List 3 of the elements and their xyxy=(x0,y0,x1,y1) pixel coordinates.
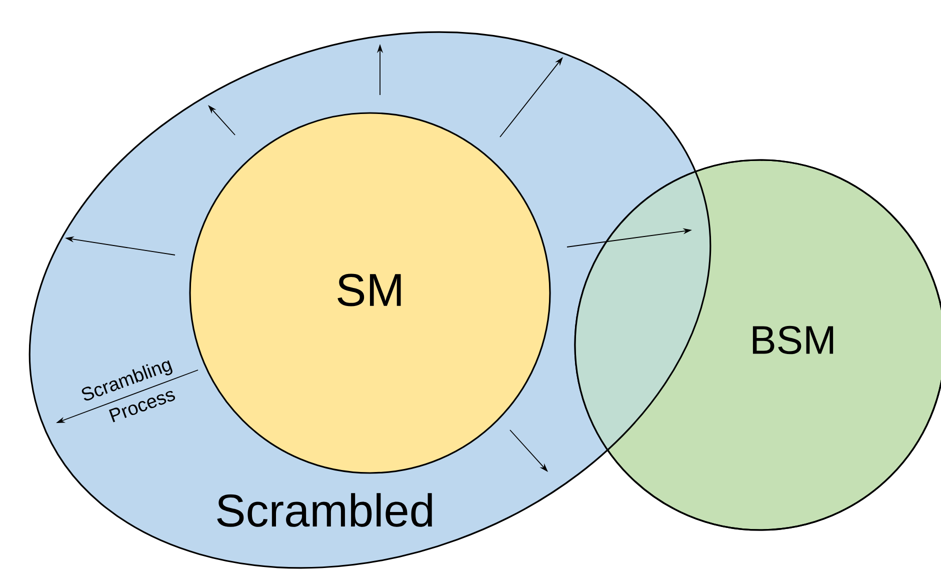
region-label: SM xyxy=(338,274,401,306)
region-label: Scrambled xyxy=(217,493,432,527)
region-label: BSM xyxy=(752,326,834,354)
